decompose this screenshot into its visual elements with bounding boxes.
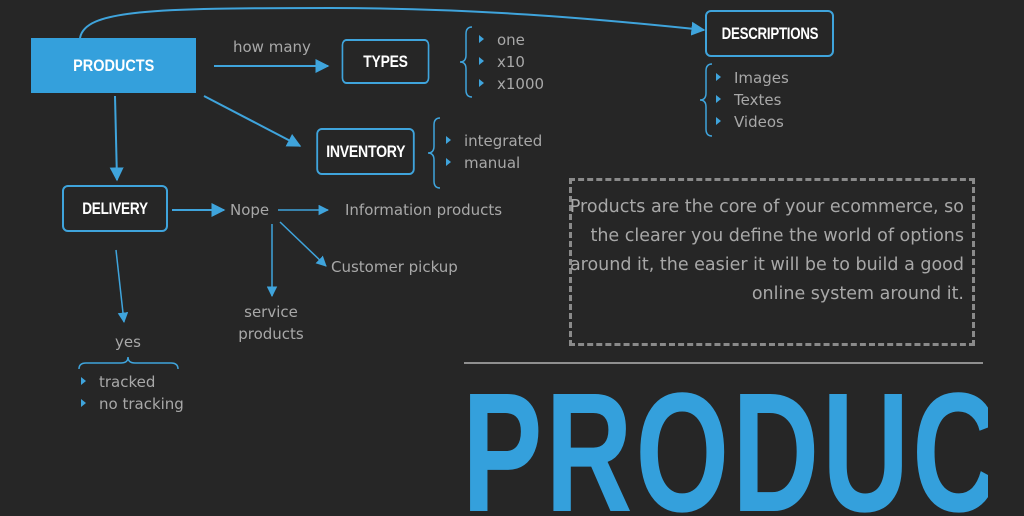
- list-item-label: no tracking: [99, 395, 184, 413]
- list-item: integrated: [444, 130, 542, 152]
- list-item: x10: [477, 51, 544, 73]
- products-to-delivery-arrow: [109, 95, 124, 182]
- page-title-text: PRODUCTS: [462, 362, 988, 516]
- types-brace: [459, 26, 473, 98]
- information-products-label: Information products: [345, 201, 503, 219]
- list-item: one: [477, 29, 544, 51]
- types-node-label: TYPES: [363, 51, 408, 71]
- caret-right-icon: [716, 95, 721, 103]
- caret-right-icon: [81, 399, 86, 407]
- list-item-label: manual: [464, 154, 521, 172]
- list-item: x1000: [477, 73, 544, 95]
- list-item-label: Videos: [734, 113, 784, 131]
- divider: [464, 362, 983, 364]
- note-text: Products are the core of your ecommerce,…: [569, 197, 964, 304]
- list-item: no tracking: [79, 393, 184, 415]
- list-item: Videos: [714, 111, 789, 133]
- nope-label: Nope: [230, 201, 270, 219]
- caret-right-icon: [716, 117, 721, 125]
- descriptions-node-label: DESCRIPTIONS: [721, 23, 818, 43]
- yes-brace: [78, 356, 179, 370]
- inventory-node-label: INVENTORY: [325, 141, 406, 161]
- caret-right-icon: [81, 377, 86, 385]
- inventory-list: integrated manual: [444, 130, 542, 174]
- descriptions-list: Images Textes Videos: [714, 67, 789, 133]
- yes-label: yes: [115, 333, 141, 351]
- caret-right-icon: [446, 158, 451, 166]
- list-item-label: integrated: [464, 132, 543, 150]
- caret-right-icon: [446, 136, 451, 144]
- descriptions-brace: [699, 63, 713, 137]
- service-products-label: service products: [238, 303, 304, 343]
- list-item-label: tracked: [99, 373, 156, 391]
- types-list: one x10 x1000: [477, 29, 544, 95]
- products-node: PRODUCTS: [31, 38, 196, 93]
- types-node: TYPES: [341, 39, 430, 84]
- delivery-node-label: DELIVERY: [82, 198, 148, 218]
- products-to-inventory-arrow: [203, 95, 302, 147]
- caret-right-icon: [716, 73, 721, 81]
- list-item: Images: [714, 67, 789, 89]
- how-many-label: how many: [233, 38, 311, 56]
- caret-right-icon: [479, 57, 484, 65]
- list-item-label: Images: [734, 69, 789, 87]
- inventory-brace: [427, 117, 441, 189]
- list-item: manual: [444, 152, 542, 174]
- caret-right-icon: [479, 35, 484, 43]
- list-item-label: x10: [497, 53, 525, 71]
- delivery-node: DELIVERY: [62, 185, 168, 232]
- list-item-label: Textes: [734, 91, 782, 109]
- note-box: Products are the core of your ecommerce,…: [569, 178, 975, 346]
- delivery-yes-list: tracked no tracking: [79, 371, 184, 415]
- caret-right-icon: [479, 79, 484, 87]
- products-to-descriptions-arrow: [79, 6, 706, 39]
- nope-to-pickup-arrow: [279, 221, 327, 267]
- list-item-label: x1000: [497, 75, 545, 93]
- products-node-label: PRODUCTS: [72, 55, 155, 75]
- list-item: tracked: [79, 371, 184, 393]
- list-item: Textes: [714, 89, 789, 111]
- descriptions-node: DESCRIPTIONS: [705, 10, 834, 57]
- page-title: PRODUCTS: [462, 362, 988, 516]
- list-item-label: one: [497, 31, 525, 49]
- delivery-to-yes-arrow: [115, 249, 129, 324]
- inventory-node: INVENTORY: [316, 128, 415, 175]
- customer-pickup-label: Customer pickup: [331, 258, 458, 276]
